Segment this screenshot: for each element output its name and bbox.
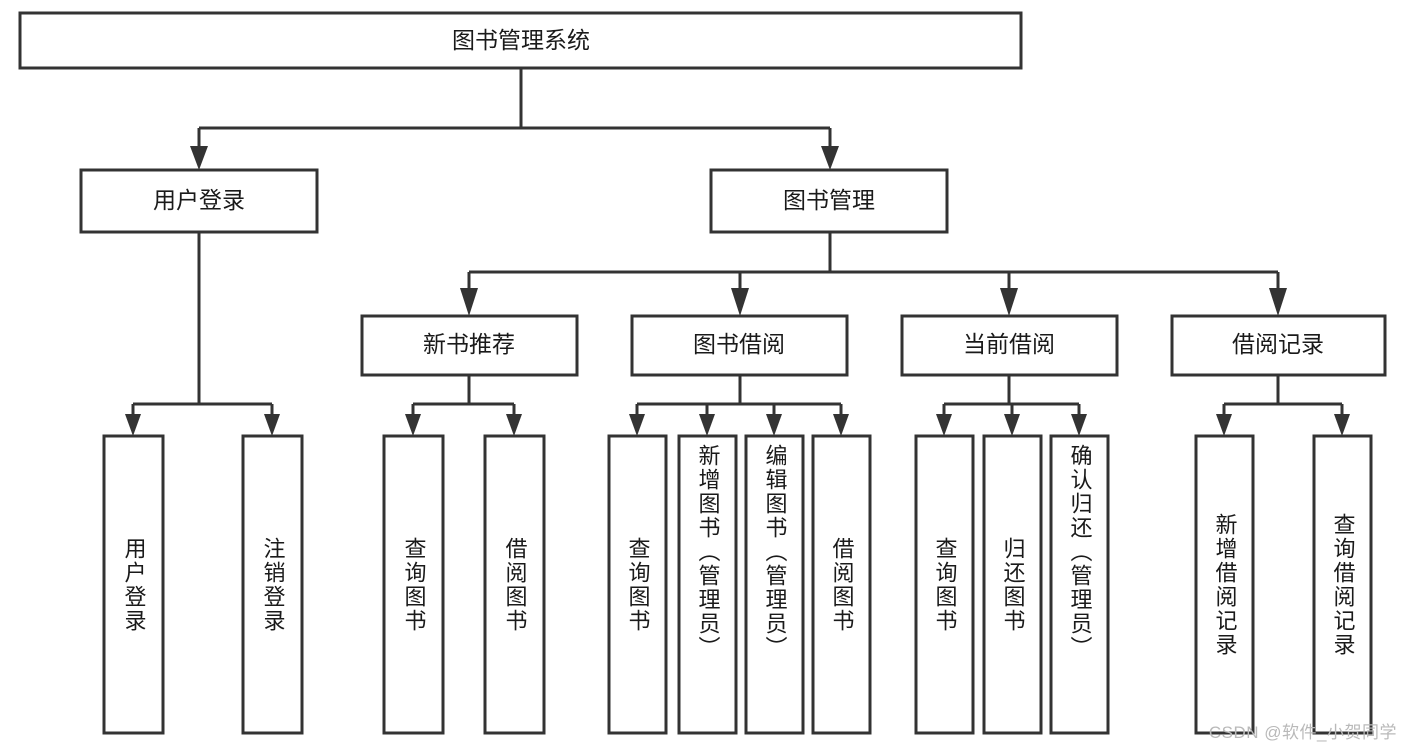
- arrow-head-leaf-query-record: [1334, 414, 1350, 436]
- node-current-borrow-box[interactable]: [900, 314, 1119, 377]
- node-new-book-recommend-box[interactable]: [360, 314, 579, 377]
- arrow-head-book-management: [821, 146, 839, 170]
- leaf-edit-book-box[interactable]: [744, 434, 805, 735]
- node-book-borrow-label: 图书借阅: [693, 331, 785, 357]
- node-new-book-recommend[interactable]: 新书推荐: [360, 314, 579, 377]
- node-borrow-record-box[interactable]: [1170, 314, 1387, 377]
- arrow-head-leaf-user-login: [125, 414, 141, 436]
- arrow-head-user-login: [190, 146, 208, 170]
- watermark-text: CSDN @软件_小贺同学: [1208, 723, 1397, 742]
- leaf-user-login-box[interactable]: [102, 434, 165, 735]
- node-borrow-record-label: 借阅记录: [1232, 331, 1324, 357]
- arrow-head-leaf-query-book-1: [405, 414, 421, 436]
- leaf-logout-login-box[interactable]: [241, 434, 304, 735]
- arrow-head-leaf-query-book-3: [936, 414, 952, 436]
- node-user-login-box[interactable]: [79, 168, 319, 234]
- node-book-borrow[interactable]: 图书借阅: [630, 314, 849, 377]
- connectors-new-book-recommend-to-leaves: [405, 375, 522, 436]
- node-root-label: 图书管理系统: [452, 27, 590, 53]
- arrow-head-new-book-recommend: [460, 288, 478, 316]
- arrow-head-borrow-record: [1269, 288, 1287, 316]
- node-user-login[interactable]: 用户登录: [79, 168, 319, 234]
- arrow-head-leaf-add-record: [1216, 414, 1232, 436]
- leaf-add-record-box[interactable]: [1194, 434, 1255, 735]
- node-borrow-record[interactable]: 借阅记录: [1170, 314, 1387, 377]
- arrow-head-book-borrow: [731, 288, 749, 316]
- node-book-management-box[interactable]: [709, 168, 949, 234]
- arrow-head-leaf-add-book: [699, 414, 715, 436]
- arrow-head-leaf-edit-book: [766, 414, 782, 436]
- connectors-borrow-record-to-leaves: [1216, 375, 1350, 436]
- node-book-borrow-box[interactable]: [630, 314, 849, 377]
- connectors-book-management-to-level2: [460, 232, 1287, 316]
- arrow-head-leaf-confirm-return: [1071, 414, 1087, 436]
- connectors-current-borrow-to-leaves: [936, 375, 1087, 436]
- node-book-management-label: 图书管理: [783, 187, 875, 213]
- arrow-head-leaf-borrow-book-1: [506, 414, 522, 436]
- leaf-query-record-box[interactable]: [1312, 434, 1373, 735]
- node-book-management[interactable]: 图书管理: [709, 168, 949, 234]
- arrow-head-current-borrow: [1000, 288, 1018, 316]
- node-root[interactable]: 图书管理系统: [18, 11, 1023, 70]
- leaf-return-book-box[interactable]: [982, 434, 1043, 735]
- connectors-user-login-to-leaves: [125, 232, 280, 436]
- node-root-box[interactable]: [18, 11, 1023, 70]
- connectors-book-borrow-to-leaves: [629, 375, 849, 436]
- leaf-borrow-book-2-box[interactable]: [811, 434, 872, 735]
- leaf-confirm-return-box[interactable]: [1049, 434, 1110, 735]
- leaf-boxes: [102, 434, 1373, 735]
- leaf-add-book-box[interactable]: [677, 434, 738, 735]
- connectors-root-to-level1: [190, 68, 839, 170]
- leaf-borrow-book-1-box[interactable]: [483, 434, 546, 735]
- node-current-borrow-label: 当前借阅: [963, 331, 1055, 357]
- leaf-query-book-3-box[interactable]: [914, 434, 975, 735]
- node-user-login-label: 用户登录: [153, 187, 245, 213]
- arrow-head-leaf-return-book: [1004, 414, 1020, 436]
- arrow-head-leaf-query-book-2: [629, 414, 645, 436]
- node-current-borrow[interactable]: 当前借阅: [900, 314, 1119, 377]
- leaf-query-book-1-box[interactable]: [382, 434, 445, 735]
- node-new-book-recommend-label: 新书推荐: [423, 331, 515, 357]
- arrow-head-leaf-borrow-book-2: [833, 414, 849, 436]
- leaf-query-book-2-box[interactable]: [607, 434, 668, 735]
- arrow-head-leaf-logout-login: [264, 414, 280, 436]
